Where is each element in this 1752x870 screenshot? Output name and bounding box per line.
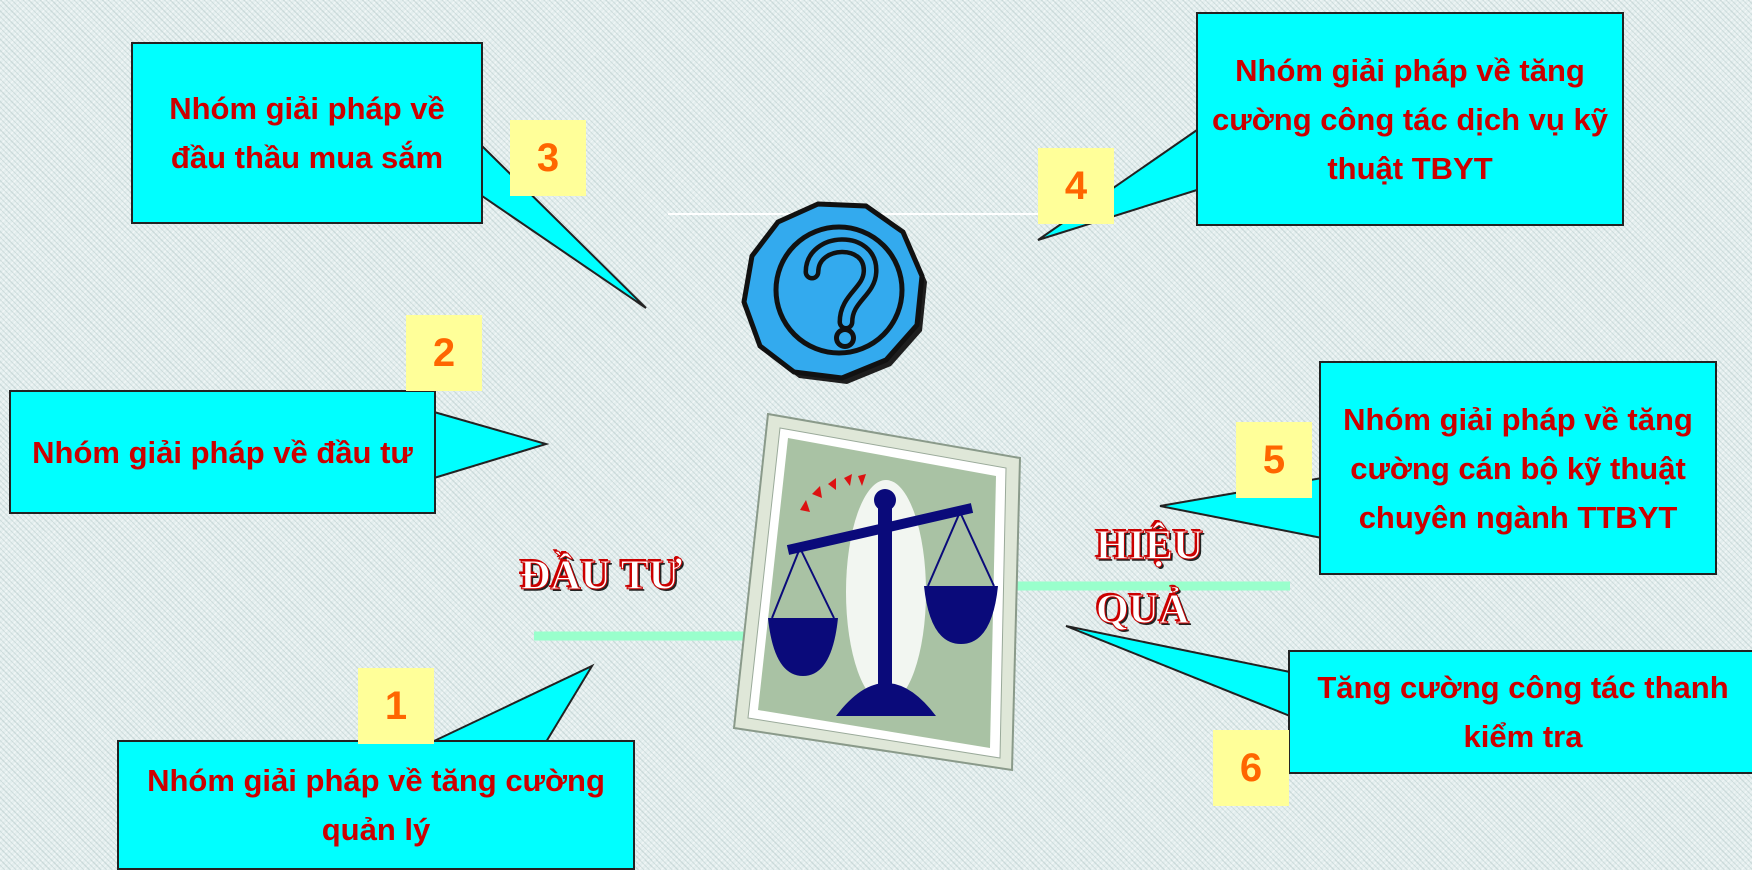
number-badge-5: 5 [1236, 422, 1312, 498]
callout-6-inspection: Tăng cường công tác thanh kiểm tra [1288, 650, 1752, 774]
callout-5-technical-staff: Nhóm giải pháp về tăng cường cán bộ kỹ t… [1319, 361, 1717, 575]
number-badge-2: 2 [406, 315, 482, 391]
callout-2-text: Nhóm giải pháp về đầu tư [32, 434, 413, 470]
effectiveness-label-line2: QUẢ [1095, 587, 1190, 634]
number-badge-4: 4 [1038, 148, 1114, 224]
callout-1-text: Nhóm giải pháp về tăng cường quản lý [147, 763, 605, 847]
number-badge-1: 1 [358, 668, 434, 744]
callout-1-pointer [431, 663, 595, 743]
scales-of-justice-icon [732, 412, 1022, 772]
callout-3-text: Nhóm giải pháp về đầu thầu mua sắm [169, 91, 445, 175]
callout-6-pointer [1065, 625, 1291, 718]
callout-6-text: Tăng cường công tác thanh kiểm tra [1317, 670, 1729, 754]
question-mark-icon [741, 201, 927, 384]
number-badge-6: 6 [1213, 730, 1289, 806]
callout-2-pointer [433, 410, 550, 480]
callout-4-technical-services: Nhóm giải pháp về tăng cường công tác dị… [1196, 12, 1624, 226]
callout-4-text: Nhóm giải pháp về tăng cường công tác dị… [1212, 52, 1608, 186]
callout-3-bidding: Nhóm giải pháp về đầu thầu mua sắm [131, 42, 483, 224]
effectiveness-label-line1: HIỆU [1095, 523, 1204, 570]
callout-5-text: Nhóm giải pháp về tăng cường cán bộ kỹ t… [1343, 401, 1693, 535]
callout-2-investment: Nhóm giải pháp về đầu tư [9, 390, 436, 514]
number-badge-3: 3 [510, 120, 586, 196]
callout-1-management: Nhóm giải pháp về tăng cường quản lý [117, 740, 635, 870]
investment-label: ĐẦU TƯ [519, 553, 683, 600]
